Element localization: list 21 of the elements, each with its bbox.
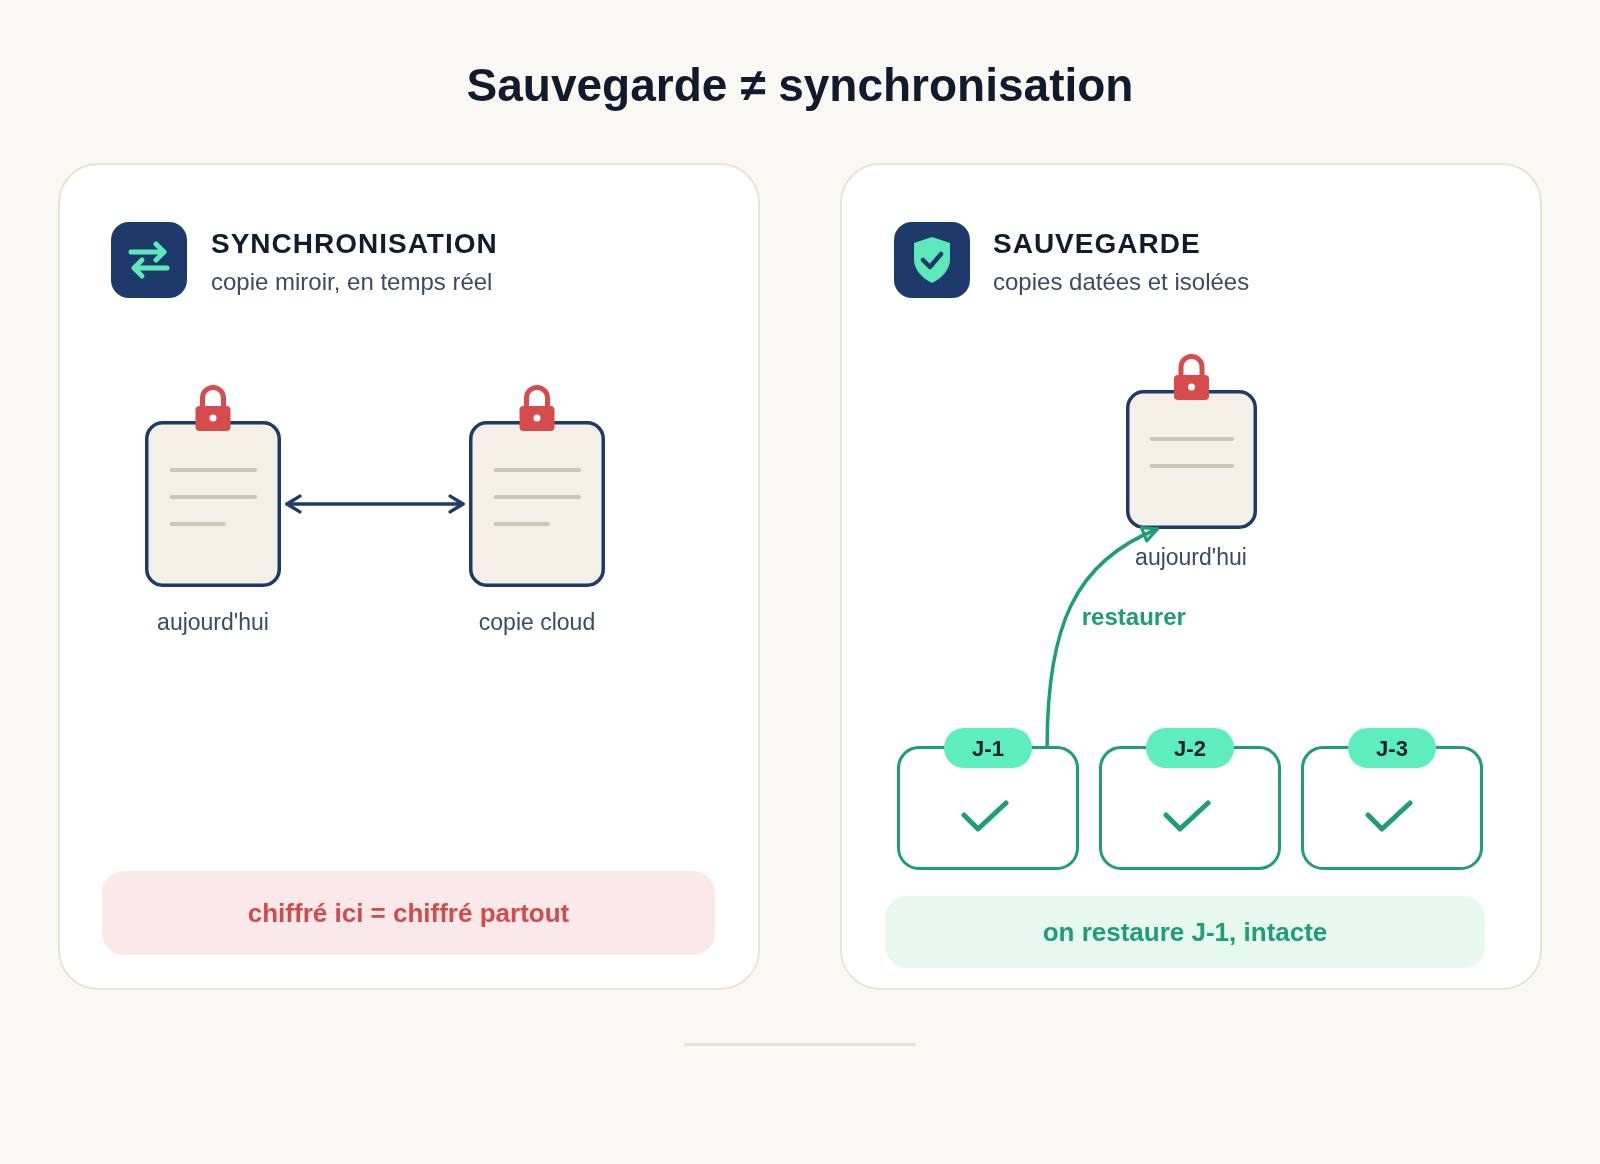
panel-subtitle: copies datées et isolées: [993, 267, 1250, 297]
day-tag: J-3: [1348, 728, 1436, 768]
document-caption: aujourd'hui: [157, 608, 269, 637]
locked-document: [1126, 354, 1257, 529]
panel-heading: SAUVEGARDE: [993, 227, 1201, 261]
banner-text: on restaure J-1, intacte: [1042, 916, 1328, 948]
double-arrow: [285, 494, 465, 514]
document-caption: aujourd'hui: [1135, 543, 1247, 572]
day-tag: J-2: [1146, 728, 1234, 768]
locked-document: [469, 385, 605, 587]
banner-text: chiffré ici = chiffré partout: [247, 897, 570, 929]
document-caption: copie cloud: [478, 608, 596, 637]
day-tag: J-1: [944, 728, 1032, 768]
locked-document: [145, 385, 281, 587]
curved-arrow: [1045, 526, 1160, 748]
panel-card: [58, 163, 760, 990]
panel-card: [840, 163, 1542, 990]
panel-heading: SYNCHRONISATION: [211, 227, 498, 261]
panel-subtitle: copie miroir, en temps réel: [211, 267, 493, 297]
page-title: Sauvegarde ≠ synchronisation: [466, 58, 1134, 113]
note-banner: [885, 896, 1485, 968]
